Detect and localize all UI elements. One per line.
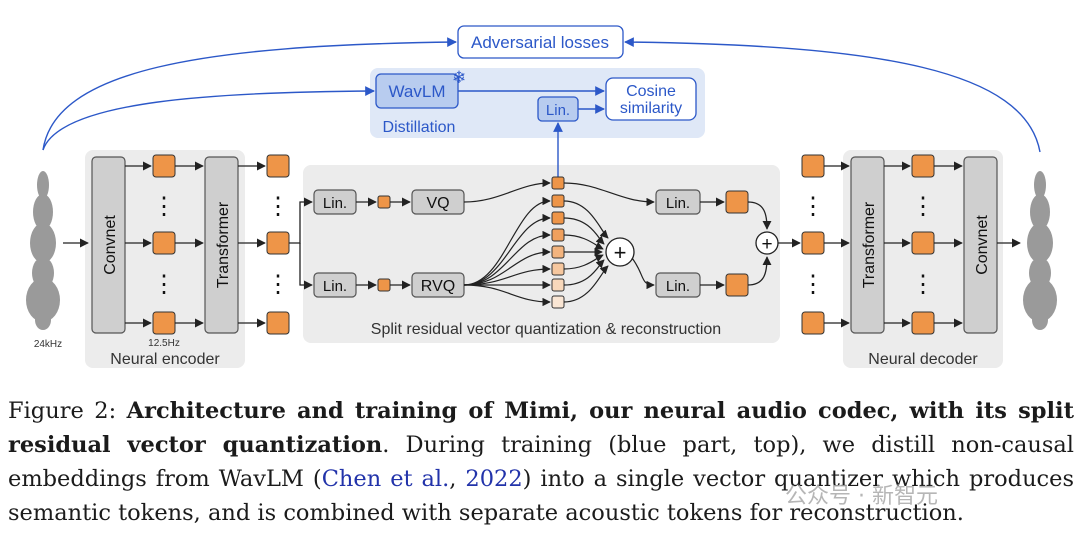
decoder-convnet-block [963, 156, 998, 334]
enc-to-wavlm-line [42, 86, 375, 151]
rvq-latent-token [377, 278, 391, 292]
decoder-ellipsis-2: ⋮ [911, 271, 935, 298]
encoder-convnet-block [91, 156, 126, 334]
encoder-transformer-label: Transformer [215, 201, 232, 288]
lin-acoustic-out-label: Lin. [666, 278, 690, 295]
wavlm-label: WavLM [389, 82, 446, 101]
cosine-label-2: similarity [620, 100, 682, 117]
encoder-arrows [125, 161, 266, 328]
neural-decoder-label: Neural decoder [868, 351, 978, 368]
adversarial-losses-label: Adversarial losses [471, 33, 609, 52]
lin-distill-label: Lin. [546, 102, 570, 119]
decoder-in-ellipsis-1: ⋮ [801, 193, 825, 220]
decoder-in-ellipsis-2: ⋮ [801, 271, 825, 298]
caption-text-1: . During training (blue part, top), we d… [8, 432, 1074, 492]
decoder-transformer-block [850, 156, 885, 334]
encoder-mid-tokens [152, 154, 176, 335]
residual-sum-plus: + [614, 240, 627, 265]
input-waveform [26, 171, 60, 330]
caption-title: Architecture and training of Mimi, our n… [8, 398, 1074, 458]
figure-caption: Figure 2: Architecture and training of M… [8, 394, 1074, 530]
rvq-label: RVQ [421, 278, 455, 295]
final-sum-plus: + [761, 234, 772, 255]
citation-year-link[interactable]: 2022 [465, 466, 523, 492]
cosine-label-1: Cosine [626, 83, 676, 100]
decoder-convnet-label: Convnet [974, 215, 991, 275]
lin-vq-label: Lin. [323, 195, 347, 212]
output-waveform [1023, 171, 1057, 330]
citation-author-link[interactable]: Chen et al. [321, 466, 450, 492]
projected-tokens [725, 190, 749, 297]
semantic-to-lin-curve [563, 182, 655, 207]
sum-to-lin-curve [631, 257, 655, 290]
snowflake-icon: ❄ [452, 68, 466, 87]
caption-text-2: , [449, 466, 466, 492]
vq-latent-token [377, 195, 391, 209]
split-to-lin-bottom [299, 243, 313, 290]
quantizer-fanout-curves [463, 178, 551, 307]
lin-semantic-out-label: Lin. [666, 195, 690, 212]
rate-12-5hz: 12.5Hz [148, 338, 180, 349]
adversarial-losses-box [457, 25, 624, 59]
lin-rvq-label: Lin. [323, 278, 347, 295]
caption-prefix: Figure 2: [8, 398, 127, 424]
decoder-transformer-label: Transformer [861, 201, 878, 288]
encoder-out-tokens [266, 154, 290, 335]
encoder-transformer-block [204, 156, 239, 334]
architecture-diagram: Adversarial losses WavLM ❄ Lin. Cosine s… [26, 25, 1057, 368]
tokens-to-sum-curves [563, 200, 609, 303]
watermark: 公众号 · 新智元 [785, 484, 938, 509]
decoder-arrows [824, 161, 1021, 328]
encoder-out-ellipsis-1: ⋮ [266, 193, 290, 220]
split-rvq-label: Split residual vector quantization & rec… [371, 321, 721, 338]
encoder-ellipsis-2: ⋮ [152, 271, 176, 298]
dec-to-adv-line [624, 37, 1041, 153]
decoder-in-tokens [801, 154, 825, 335]
neural-encoder-label: Neural encoder [110, 351, 220, 368]
vq-label: VQ [426, 195, 449, 212]
encoder-convnet-label: Convnet [102, 215, 119, 275]
decoder-ellipsis-1: ⋮ [911, 193, 935, 220]
caption-text-3: ) into a single vector quantizer which p… [8, 466, 1075, 526]
enc-to-adv-line [42, 37, 457, 151]
rvq-chain-arrows [356, 197, 411, 290]
encoder-out-ellipsis-2: ⋮ [266, 271, 290, 298]
encoder-ellipsis-1: ⋮ [152, 193, 176, 220]
rate-24khz: 24kHz [34, 339, 62, 350]
split-rvq-panel [303, 165, 780, 343]
projected-token-arrows [700, 197, 772, 290]
distillation-label: Distillation [383, 119, 456, 136]
split-to-lin-top [289, 197, 313, 244]
residual-sum-node [605, 237, 635, 267]
cosine-similarity-box [605, 77, 697, 121]
